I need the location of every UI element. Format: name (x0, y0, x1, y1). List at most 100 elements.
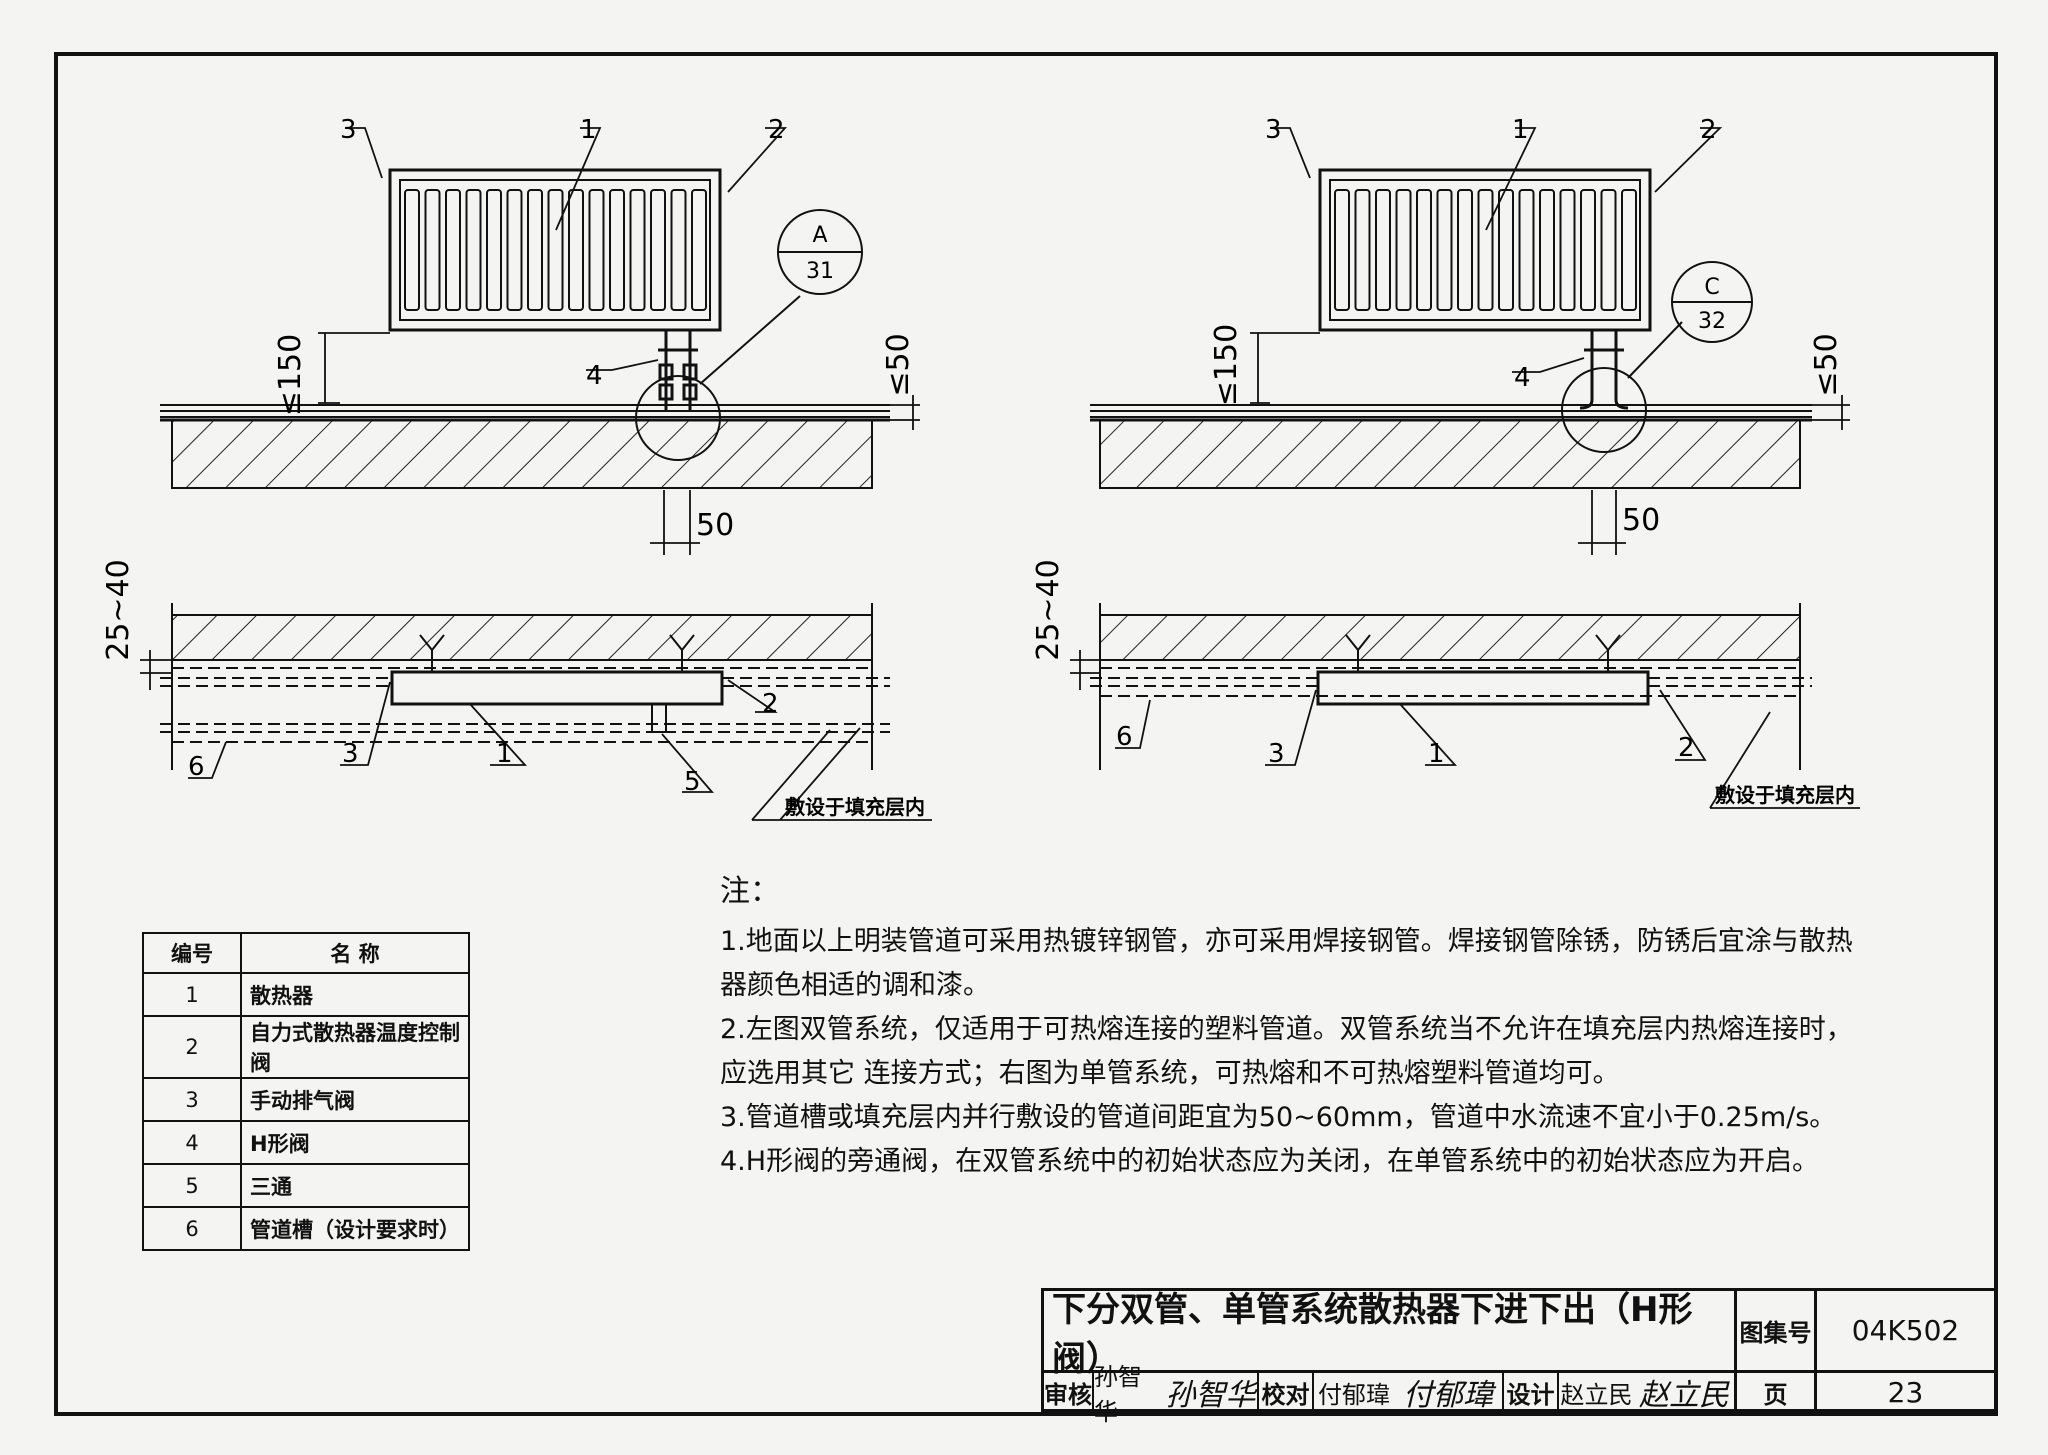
notes-heading: 注： (720, 874, 780, 909)
notes-block: 注： 1.地面以上明装管道可采用热镀锌钢管，亦可采用焊接钢管。焊接钢管除锈，防锈… (720, 870, 1900, 1184)
right-plan: 6 3 1 2 敷设于填充层内 25~40 (1031, 559, 1860, 809)
designer-name: 赵立民 (1560, 1380, 1633, 1409)
note-line: 器颜色相适的调和漆。 (720, 970, 990, 1001)
radiator-fin (1457, 189, 1473, 311)
part-name: H形阀 (240, 1120, 470, 1165)
part-no: 5 (142, 1163, 242, 1208)
radiator-fin (424, 189, 441, 311)
radiator-plan-left (390, 670, 724, 706)
part-no: 2 (142, 1015, 242, 1079)
checker-signature: 付郁瑋 (1394, 1373, 1504, 1413)
callout-letter-right: C (1704, 275, 1719, 300)
callout-page-left: 31 (806, 259, 834, 284)
h-valve-left (658, 330, 698, 412)
plan-left-dim-depth: 25~40 (101, 559, 136, 660)
radiator-fin (527, 189, 543, 311)
right-elevation: C 32 3 1 2 4 ≤150 ≤50 50 (1090, 115, 1850, 555)
plan-left-label-1: 1 (496, 739, 513, 769)
floor-pipe-left (160, 404, 890, 418)
drawing-frame (54, 52, 1998, 1416)
radiator-fin (1498, 189, 1514, 311)
check-label: 校对 (1259, 1373, 1314, 1411)
dim-50-fill-left: ≤50 (881, 333, 916, 396)
dim-50-fill-right: ≤50 (1809, 333, 1844, 396)
dim-150-right: ≤150 (1209, 324, 1244, 406)
part-name: 手动排气阀 (240, 1077, 470, 1122)
part-name: 管道槽（设计要求时） (240, 1206, 470, 1251)
part-no: 3 (142, 1077, 242, 1122)
col-name-header: 名 称 (240, 932, 470, 974)
plan-left-note: 敷设于填充层内 (785, 795, 925, 819)
radiator-fin (588, 189, 605, 311)
designer-signature: 赵立民 (1634, 1373, 1737, 1413)
plan-left-label-6: 6 (188, 752, 205, 782)
radiator-fin (670, 189, 687, 311)
plan-right-dim-depth: 25~40 (1031, 559, 1066, 660)
plan-right-note: 敷设于填充层内 (1715, 783, 1855, 807)
title-block: 下分双管、单管系统散热器下进下出（H形阀） 图集号 04K502 审核 孙智华 … (1041, 1288, 1997, 1426)
page-label: 页 (1737, 1373, 1817, 1411)
radiator-fin (1621, 189, 1637, 311)
checker-name: 付郁瑋 (1318, 1380, 1390, 1409)
callout-letter-left: A (812, 223, 827, 248)
label-2-right: 2 (1700, 115, 1717, 145)
h-valve-right (1579, 330, 1629, 410)
radiator-fin (1518, 189, 1535, 311)
plan-left-label-3: 3 (342, 739, 359, 769)
plan-left-label-2: 2 (762, 689, 779, 719)
label-1-left: 1 (580, 115, 597, 145)
dim-50-offset-right: 50 (1622, 503, 1660, 538)
part-name: 三通 (240, 1163, 470, 1208)
reviewer-name: 孙智华 (1094, 1363, 1142, 1426)
note-line: 2.左图双管系统，仅适用于可热熔连接的塑料管道。双管系统当不允许在填充层内热熔连… (720, 1014, 1853, 1045)
page-number: 23 (1887, 1375, 1924, 1409)
radiator-fin (1477, 189, 1494, 311)
plan-right-label-1: 1 (1428, 739, 1445, 769)
radiator-fin (1580, 189, 1596, 311)
note-line: 应选用其它 连接方式；右图为单管系统，可热熔和不可热熔塑料管道均可。 (720, 1058, 1620, 1089)
left-elevation: A 31 3 1 2 4 ≤150 ≤50 50 (160, 115, 920, 555)
callout-bubble-right: C 32 (1671, 261, 1753, 343)
part-name: 自力式散热器温度控制阀 (240, 1015, 470, 1079)
slab-right (1099, 419, 1801, 489)
detail-circle-right (1561, 367, 1647, 453)
label-2-left: 2 (768, 115, 785, 145)
col-no-header: 编号 (142, 932, 242, 974)
plan-right-label-3: 3 (1268, 739, 1285, 769)
radiator-left (388, 168, 722, 332)
radiator-right (1318, 168, 1652, 332)
dim-150-left: ≤150 (273, 334, 308, 416)
part-name: 散热器 (240, 972, 470, 1017)
atlas-label: 图集号 (1737, 1291, 1817, 1373)
atlas-number: 04K502 (1817, 1291, 1994, 1373)
left-plan: 2 3 1 5 6 敷设于填充层内 25~40 (101, 559, 932, 821)
part-no: 4 (142, 1120, 242, 1165)
part-no: 6 (142, 1206, 242, 1251)
radiator-fin (465, 189, 482, 311)
floor-pipe-right (1090, 404, 1812, 418)
radiator-fin (691, 189, 707, 311)
radiator-fin (568, 189, 584, 311)
drawing-title: 下分双管、单管系统散热器下进下出（H形阀） (1044, 1290, 1737, 1379)
radiator-fin (1375, 189, 1391, 311)
radiator-fin (506, 189, 523, 311)
radiator-fin (1539, 189, 1555, 311)
plan-right-label-6: 6 (1116, 722, 1133, 752)
design-label: 设计 (1504, 1373, 1559, 1411)
label-3-left: 3 (340, 115, 357, 145)
radiator-fin (1600, 189, 1617, 311)
label-1-right: 1 (1512, 115, 1529, 145)
parts-table-header: 编号 名 称 (142, 932, 470, 974)
radiator-fin (609, 189, 625, 311)
radiator-fin (1354, 189, 1371, 311)
radiator-fin (547, 189, 564, 311)
callout-bubble-left: A 31 (777, 209, 863, 295)
